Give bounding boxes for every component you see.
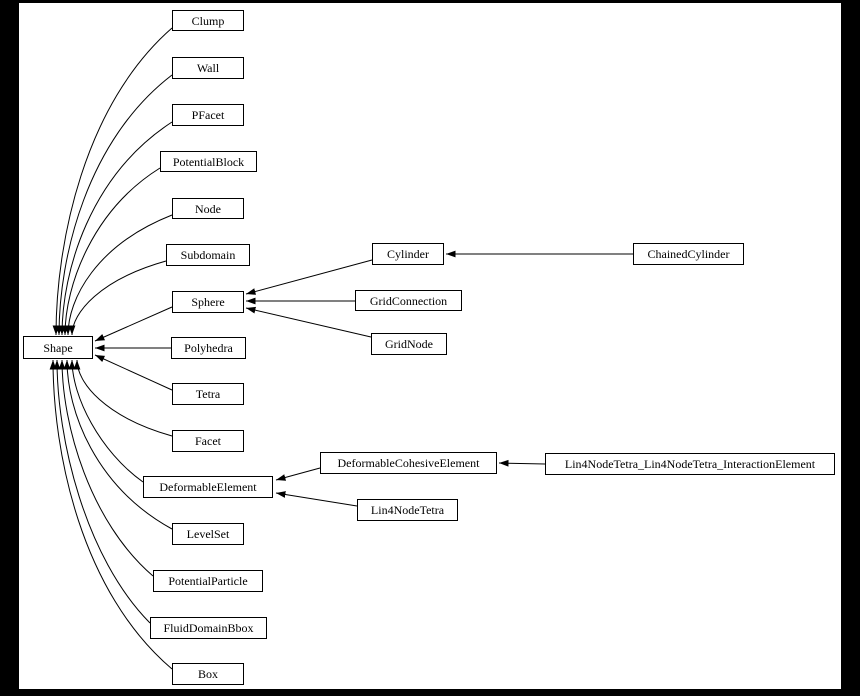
class-node-deformablecohesiveelement[interactable]: DeformableCohesiveElement: [320, 452, 497, 474]
edge-Sphere-to-Shape: [94, 306, 173, 342]
edge-Node-to-Shape: [64, 214, 173, 336]
class-node-cylinder[interactable]: Cylinder: [372, 243, 444, 265]
edge-Box-to-Shape: [49, 359, 173, 670]
class-node-polyhedra[interactable]: Polyhedra: [171, 337, 246, 359]
edge-PotentialBlock-to-Shape: [61, 167, 161, 336]
class-node-potentialblock[interactable]: PotentialBlock: [160, 151, 257, 172]
edge-FluidDomainBbox-to-Shape: [53, 359, 151, 624]
class-node-lin4nodetetra[interactable]: Lin4NodeTetra: [357, 499, 458, 521]
class-node-lin4nodetetra-lin4nodetetra-interactionelement[interactable]: Lin4NodeTetra_Lin4NodeTetra_InteractionE…: [545, 453, 835, 475]
edge-Clump-to-Shape: [52, 27, 173, 336]
class-node-fluiddomainbbox[interactable]: FluidDomainBbox: [150, 617, 267, 639]
class-node-levelset[interactable]: LevelSet: [172, 523, 244, 545]
edge-Lin4NodeTetra-to-DeformableElement: [275, 491, 358, 507]
class-node-subdomain[interactable]: Subdomain: [166, 244, 250, 266]
class-node-shape[interactable]: Shape: [23, 336, 93, 359]
class-node-gridnode[interactable]: GridNode: [371, 333, 447, 355]
edge-DeformableCohesiveElement-to-DeformableElement: [275, 467, 321, 481]
class-node-gridconnection[interactable]: GridConnection: [355, 290, 462, 311]
edge-Lin4NodeTetra_Lin4NodeTetra_InteractionElement-to-DeformableCohesiveElement: [498, 459, 546, 467]
class-node-sphere[interactable]: Sphere: [172, 291, 244, 313]
class-node-pfacet[interactable]: PFacet: [172, 104, 244, 126]
class-node-clump[interactable]: Clump: [172, 10, 244, 31]
edge-PotentialParticle-to-Shape: [58, 359, 154, 577]
edge-DeformableElement-to-Shape: [68, 359, 144, 483]
class-node-facet[interactable]: Facet: [172, 430, 244, 452]
edge-PFacet-to-Shape: [58, 121, 173, 336]
edge-Subdomain-to-Shape: [68, 260, 167, 336]
edge-Cylinder-to-Sphere: [245, 259, 373, 295]
class-node-deformableelement[interactable]: DeformableElement: [143, 476, 273, 498]
class-node-wall[interactable]: Wall: [172, 57, 244, 79]
edge-Facet-to-Shape: [73, 359, 173, 437]
class-node-potentialparticle[interactable]: PotentialParticle: [153, 570, 263, 592]
class-node-tetra[interactable]: Tetra: [172, 383, 244, 405]
edge-Wall-to-Shape: [55, 74, 173, 336]
edge-Tetra-to-Shape: [94, 354, 173, 391]
edge-GridNode-to-Sphere: [245, 306, 372, 338]
class-node-node[interactable]: Node: [172, 198, 244, 219]
edge-LevelSet-to-Shape: [63, 359, 173, 530]
class-node-box[interactable]: Box: [172, 663, 244, 685]
class-node-chainedcylinder[interactable]: ChainedCylinder: [633, 243, 744, 265]
